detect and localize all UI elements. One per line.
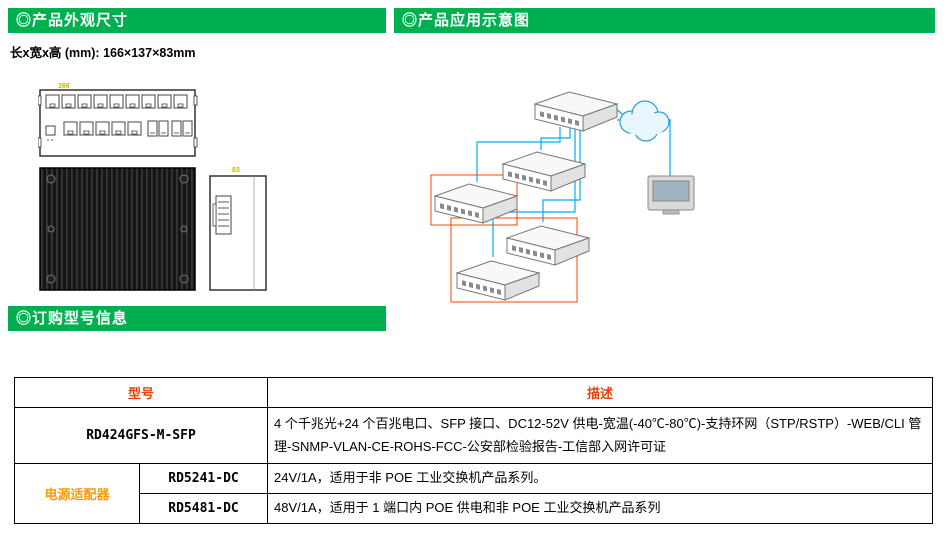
terminal-block [212,195,232,235]
dimensions-text: 长x宽x高 (mm): 166×137×83mm [10,46,196,60]
monitor-device-icon [647,175,695,215]
table-header-row: 型号 描述 [13,377,933,408]
table-row: 电源适配器 RD5241-DC 24V/1A，适用于非 POE 工业交换机产品系… [14,463,933,524]
edge-switch-icon [502,151,586,192]
table-row: RD424GFS-M-SFP 4 个千兆光+24 个百兆电口、SFP 接口、DC… [13,407,933,464]
model-cell: RD424GFS-M-SFP [13,407,269,464]
rj45-port-row-top [45,94,188,109]
description-cell: 48V/1A，适用于 1 端口内 POE 供电和非 POE 工业交换机产品系列 [267,493,933,524]
description-cell: 24V/1A，适用于非 POE 工业交换机产品系列。 [267,463,933,494]
edge-switch-icon [434,183,518,224]
cloud-icon [619,100,670,142]
description-cell: 4 个千兆光+24 个百兆电口、SFP 接口、DC12-52V 供电-宽温(-4… [267,407,933,464]
heatsink-body [39,167,196,291]
section-title-ordering: ◎订购型号信息 [8,306,386,331]
front-dimension-label: 166 [58,83,70,90]
side-outline [209,175,267,291]
section-title-appearance: ◎产品外观尺寸 [8,8,386,33]
model-cell: RD5241-DC [138,463,269,494]
application-diagram [430,91,695,303]
screw-holes [46,174,189,284]
rj45-port-row-bottom [45,121,142,141]
model-cell: RD5481-DC [138,493,269,524]
table-row: RD5481-DC 48V/1A，适用于 1 端口内 POE 供电和非 POE … [15,493,933,524]
core-switch-icon [534,91,618,132]
col-header-model: 型号 [13,377,269,408]
ordering-table: 型号 描述 RD424GFS-M-SFP 4 个千兆光+24 个百兆电口、SFP… [13,377,933,524]
edge-switch-icon [456,260,540,301]
side-view-drawing: 83 [209,167,267,291]
category-cell: 电源适配器 [14,463,140,524]
col-header-description: 描述 [267,377,933,408]
section-title-application: ◎产品应用示意图 [394,8,935,33]
heatsink-drawing [39,167,196,291]
front-panel-drawing: 166 [38,83,198,157]
console-port [45,125,56,136]
side-dimension-label: 83 [232,167,240,174]
